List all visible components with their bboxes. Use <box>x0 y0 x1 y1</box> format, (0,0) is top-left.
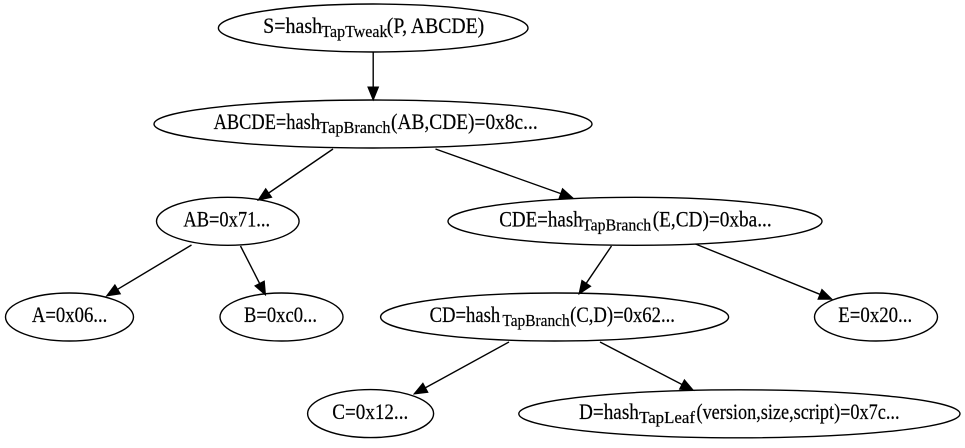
svg-text:ABCDE=hash: ABCDE=hash <box>214 111 320 135</box>
svg-text:(P, ABCDE): (P, ABCDE) <box>387 13 484 38</box>
svg-text:(C,D)=0x62...: (C,D)=0x62... <box>570 304 675 328</box>
svg-text:E=0x20...: E=0x20... <box>838 304 912 328</box>
svg-text:(AB,CDE)=0x8c...: (AB,CDE)=0x8c... <box>391 111 538 134</box>
svg-text:(E,CD)=0xba...: (E,CD)=0xba... <box>653 208 772 231</box>
svg-text:TapLeaf: TapLeaf <box>639 408 695 427</box>
svg-text:CD=hash: CD=hash <box>430 304 501 328</box>
svg-text:C=0x12...: C=0x12... <box>332 401 408 424</box>
svg-text:A=0x06...: A=0x06... <box>32 304 107 328</box>
svg-text:D=hash: D=hash <box>579 401 640 424</box>
svg-text:(version,size,script)=0x7c...: (version,size,script)=0x7c... <box>697 400 900 424</box>
svg-text:TapBranch: TapBranch <box>582 215 651 235</box>
svg-text:TapBranch: TapBranch <box>319 118 391 137</box>
svg-text:S=hash: S=hash <box>263 13 322 38</box>
svg-text:AB=0x71...: AB=0x71... <box>183 208 270 232</box>
svg-text:TapBranch: TapBranch <box>502 312 569 331</box>
svg-text:TapTweak: TapTweak <box>321 22 388 42</box>
svg-text:B=0xc0...: B=0xc0... <box>244 304 317 328</box>
svg-text:CDE=hash: CDE=hash <box>499 208 583 232</box>
